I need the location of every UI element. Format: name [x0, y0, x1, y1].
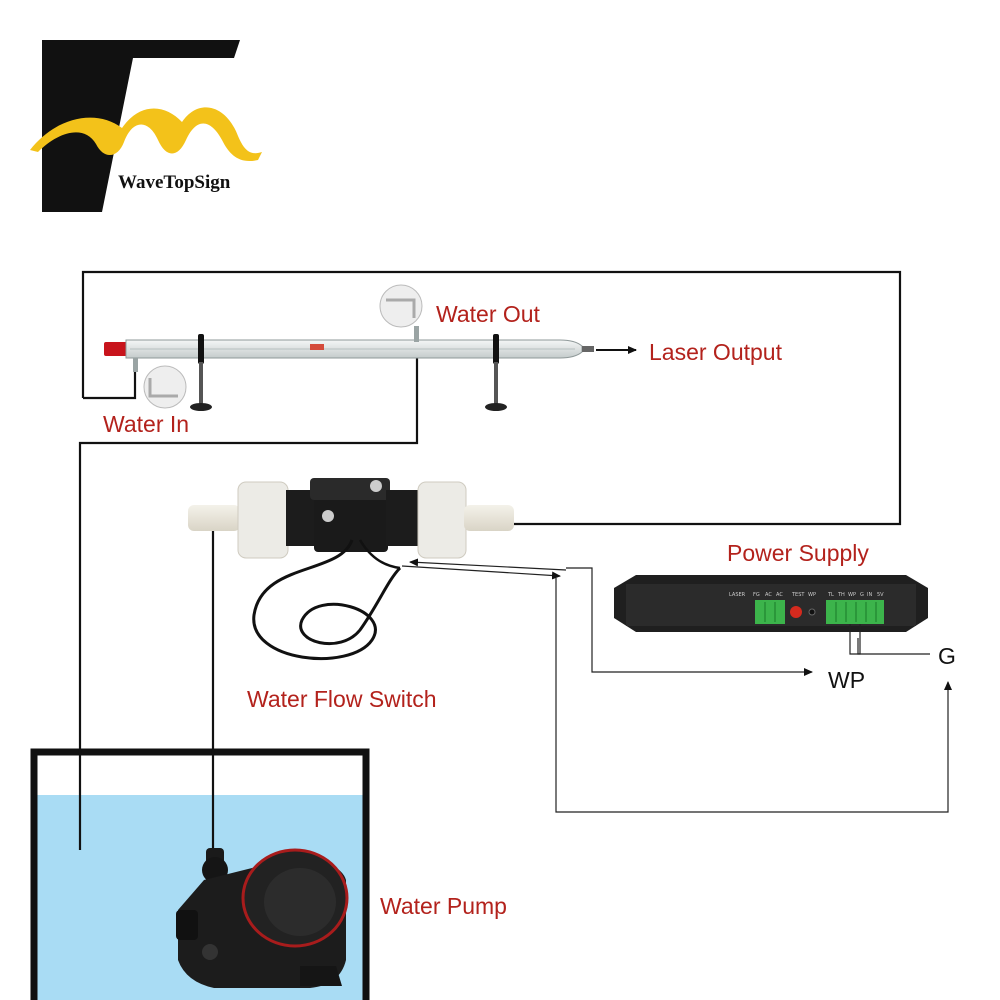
tube-support-right	[485, 334, 507, 411]
wire-to-g	[555, 578, 952, 813]
flow-switch-screw-left	[322, 510, 334, 522]
brand-logo: WaveTopSign	[30, 40, 262, 212]
flow-switch-thread-left	[286, 490, 316, 546]
tube-red-cap	[104, 342, 128, 356]
label-g: G	[938, 643, 956, 669]
water-flow-switch	[188, 478, 514, 660]
terminal-label-wp-1: WP	[808, 592, 816, 598]
flow-switch-inlet-barb	[188, 505, 240, 531]
terminal-label-g: G	[860, 592, 864, 598]
wp-terminal-lead	[849, 624, 861, 655]
logo-letter-t	[42, 40, 240, 212]
label-water-flow-switch: Water Flow Switch	[247, 686, 437, 712]
power-supply: LASER FG AC AC TEST WP TL TH WP G IN 5V	[614, 575, 930, 655]
flow-switch-thread-right	[386, 490, 420, 546]
terminal-label-fg: FG	[753, 592, 760, 598]
tube-support-left	[190, 334, 212, 411]
hose-water-in	[83, 372, 137, 400]
terminal-label-ac-1: AC	[765, 592, 772, 598]
terminal-label-wp-2: WP	[848, 592, 856, 598]
signal-line-arrow-left	[409, 558, 567, 571]
tube-label-sticker	[310, 344, 324, 350]
signal-line-arrow-right	[401, 565, 561, 580]
water-out-nozzle	[414, 326, 419, 342]
laser-tube	[104, 284, 637, 411]
label-water-pump: Water Pump	[380, 893, 507, 919]
test-button	[790, 606, 802, 618]
flow-switch-left-nut	[237, 481, 289, 559]
label-water-in: Water In	[103, 411, 189, 437]
flow-switch-cable	[252, 539, 402, 660]
g-terminal-lead	[857, 638, 930, 655]
water-in-nozzle	[133, 358, 138, 372]
flow-switch-screw-right	[370, 480, 382, 492]
water-in-zoom-circle	[143, 365, 187, 409]
hose-water-out-to-tank	[78, 326, 419, 850]
tube-output-tip	[582, 346, 594, 352]
label-power-supply: Power Supply	[727, 540, 869, 566]
logo-brand-text: WaveTopSign	[118, 172, 231, 193]
hose-loop	[78, 270, 902, 852]
label-wp: WP	[828, 667, 865, 693]
terminal-label-th: TH	[837, 592, 845, 598]
terminal-label-in: IN	[867, 592, 872, 598]
status-led	[808, 608, 816, 616]
terminal-label-ac-2: AC	[776, 592, 783, 598]
terminal-label-5v: 5V	[877, 592, 884, 598]
pump-outlet-nozzle	[176, 910, 198, 940]
flow-switch-outlet-barb	[464, 505, 514, 531]
terminal-label-tl: TL	[827, 592, 834, 598]
terminal-label-laser: LASER	[729, 592, 746, 598]
hose-return-to-tube	[81, 270, 902, 526]
logo-yellow-wave	[30, 107, 262, 162]
tank-wall	[30, 748, 370, 1000]
terminal-label-test: TEST	[791, 592, 805, 598]
label-water-out: Water Out	[436, 301, 541, 327]
flow-switch-right-nut	[417, 481, 467, 559]
pump-mount-foot	[300, 966, 342, 986]
water-pump	[176, 848, 349, 988]
terminal-block-ac	[755, 600, 785, 624]
water-out-zoom-circle	[379, 284, 423, 328]
terminal-block-signal	[826, 600, 884, 624]
label-laser-output: Laser Output	[649, 339, 783, 365]
wire-to-wp	[566, 567, 813, 676]
